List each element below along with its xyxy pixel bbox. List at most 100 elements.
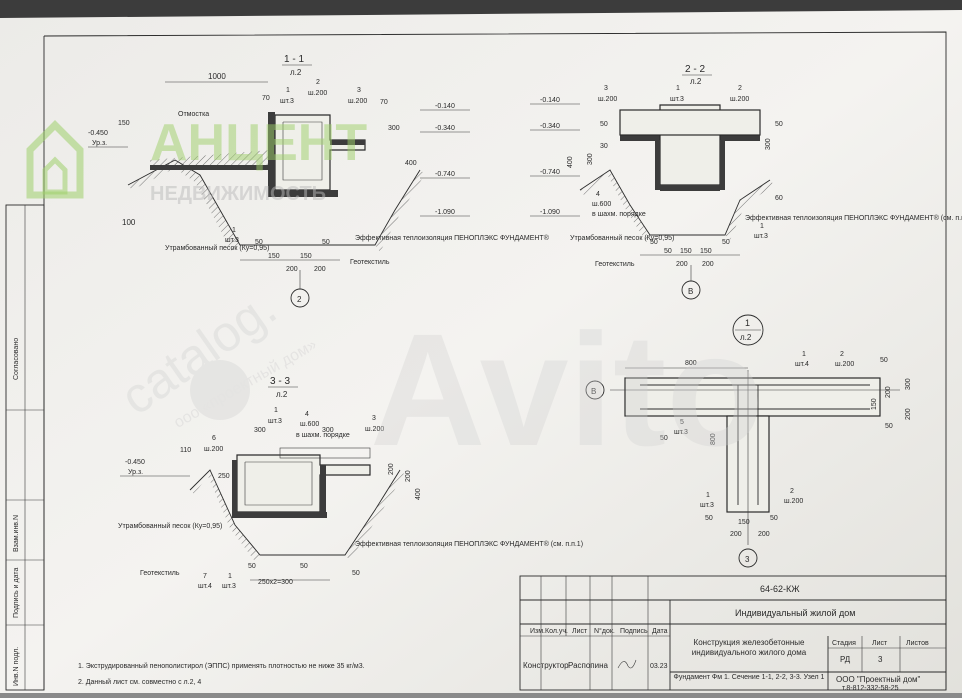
svg-text:250: 250 xyxy=(218,473,230,480)
svg-text:200: 200 xyxy=(702,261,714,268)
svg-text:110: 110 xyxy=(180,447,191,454)
svg-text:-0.340: -0.340 xyxy=(540,123,560,130)
notes: 1. Экструдированный пенополистирол (ЭППС… xyxy=(78,662,365,686)
svg-text:шт.3: шт.3 xyxy=(674,429,688,436)
svg-text:шт.4: шт.4 xyxy=(795,361,809,368)
svg-text:Ур.з.: Ур.з. xyxy=(92,140,107,147)
section-2-2-title: 2 - 2 xyxy=(685,64,705,75)
svg-text:1000: 1000 xyxy=(208,72,226,81)
signature xyxy=(617,659,637,669)
svg-text:ш.200: ш.200 xyxy=(348,98,367,105)
section-3-3-geotextile: Геотекстиль xyxy=(140,570,180,577)
svg-text:400: 400 xyxy=(405,160,417,167)
construction-title: Конструкция железобетонные индивидуально… xyxy=(691,638,807,657)
section-3-3-insulation: Эффективная теплоизоляция ПЕНОПЛЭКС ФУНД… xyxy=(355,540,583,548)
svg-text:1: 1 xyxy=(228,573,232,580)
watermark-ancent: АНЦЕНТ НЕДВИЖИМОСТЬ xyxy=(26,114,367,205)
svg-text:шт.3: шт.3 xyxy=(268,418,282,425)
svg-text:70: 70 xyxy=(262,95,270,102)
svg-text:1: 1 xyxy=(802,351,806,358)
svg-text:шт.3: шт.3 xyxy=(754,233,768,240)
section-1-1: 1 - 1 л.2 1000 70 150 70 300 400 100 -0.… xyxy=(88,54,550,308)
svg-text:200: 200 xyxy=(314,266,326,273)
svg-text:шт.3: шт.3 xyxy=(670,96,684,103)
company: ООО "Проектный дом" xyxy=(836,675,921,684)
svg-text:60: 60 xyxy=(775,195,783,202)
svg-text:N°док.: N°док. xyxy=(594,627,615,635)
svg-text:50: 50 xyxy=(248,563,256,570)
svg-text:100: 100 xyxy=(122,218,136,227)
svg-text:5: 5 xyxy=(680,419,684,426)
svg-text:50: 50 xyxy=(600,121,608,128)
svg-text:300: 300 xyxy=(765,138,772,150)
section-1-1-sand: Утрамбованный песок (Ку=0,95) xyxy=(165,244,269,252)
watermark-subtext: НЕДВИЖИМОСТЬ xyxy=(150,183,326,205)
section-2-2-geotextile: Геотекстиль xyxy=(595,261,635,268)
svg-text:шт.3: шт.3 xyxy=(222,583,236,590)
section-2-2-insulation: Эффективная теплоизоляция ПЕНОПЛЭКС ФУНД… xyxy=(745,214,962,222)
svg-text:50: 50 xyxy=(660,435,668,442)
svg-text:ш.600: ш.600 xyxy=(300,421,319,428)
svg-text:ш.200: ш.200 xyxy=(730,96,749,103)
svg-text:Лист: Лист xyxy=(572,628,588,635)
avito-text: Avito xyxy=(370,300,764,479)
svg-text:50: 50 xyxy=(770,515,778,522)
sheet-number: 3 xyxy=(878,655,883,664)
svg-text:50: 50 xyxy=(664,248,672,255)
node-1-axis-left: В xyxy=(591,387,596,396)
stamp-agreed: Согласовано xyxy=(13,338,20,380)
svg-text:ш.200: ш.200 xyxy=(365,426,384,433)
svg-text:-0.140: -0.140 xyxy=(540,97,560,104)
section-3-3-sheet: л.2 xyxy=(276,390,288,399)
svg-text:в шахм. порядке: в шахм. порядке xyxy=(592,211,646,218)
svg-text:150: 150 xyxy=(700,248,712,255)
svg-text:-0.450: -0.450 xyxy=(88,130,108,137)
side-stamp: Согласовано Взам.инв.N Подпись и дата Ин… xyxy=(5,204,45,691)
svg-text:50: 50 xyxy=(322,239,330,246)
svg-text:Ур.з.: Ур.з. xyxy=(128,469,143,476)
svg-text:-0.740: -0.740 xyxy=(435,171,455,178)
svg-text:50: 50 xyxy=(352,570,360,577)
drawing-code: 64-62-КЖ xyxy=(760,584,800,594)
svg-text:ш.200: ш.200 xyxy=(784,498,803,505)
svg-text:70: 70 xyxy=(380,99,388,106)
svg-text:Дата: Дата xyxy=(652,628,668,635)
drawing-name: Фундамент Фм 1. Сечение 1-1, 2-2, 3-3. У… xyxy=(673,674,825,681)
svg-text:3: 3 xyxy=(357,87,361,94)
svg-text:300: 300 xyxy=(905,378,912,390)
title-block: Изм. Кол.уч. Лист N°док. Подпись Дата Ко… xyxy=(519,575,947,692)
note-2: 2. Данный лист см. совместно с л.2, 4 xyxy=(78,678,201,686)
svg-text:150: 150 xyxy=(118,120,130,127)
svg-text:50: 50 xyxy=(705,515,713,522)
svg-text:Кол.уч.: Кол.уч. xyxy=(545,628,568,635)
section-1-1-insulation: Эффективная теплоизоляция ПЕНОПЛЭКС ФУНД… xyxy=(355,234,550,242)
svg-text:-0.340: -0.340 xyxy=(435,125,455,132)
svg-text:50: 50 xyxy=(650,239,658,246)
svg-text:200: 200 xyxy=(885,386,892,398)
svg-text:50: 50 xyxy=(722,239,730,246)
svg-text:250x2=300: 250x2=300 xyxy=(258,579,293,586)
svg-text:200: 200 xyxy=(905,408,912,420)
svg-text:ш.600: ш.600 xyxy=(592,201,611,208)
svg-text:200: 200 xyxy=(405,470,412,482)
section-3-3-title: 3 - 3 xyxy=(270,376,290,387)
stage: РД xyxy=(840,655,851,664)
svg-text:50: 50 xyxy=(880,357,888,364)
svg-text:-0.140: -0.140 xyxy=(435,103,455,110)
person: Распопина xyxy=(568,661,609,670)
svg-text:400: 400 xyxy=(567,156,574,168)
svg-text:шт.3: шт.3 xyxy=(280,98,294,105)
svg-text:Изм.: Изм. xyxy=(530,628,545,635)
svg-text:3: 3 xyxy=(604,85,608,92)
svg-text:-1.090: -1.090 xyxy=(435,209,455,216)
svg-text:1: 1 xyxy=(274,407,278,414)
svg-text:1: 1 xyxy=(676,85,680,92)
svg-text:200: 200 xyxy=(676,261,688,268)
stamp-inv-orig: Инв.N подл. xyxy=(13,647,20,686)
svg-text:1: 1 xyxy=(286,87,290,94)
section-2-2-sheet: л.2 xyxy=(690,77,702,86)
svg-text:300: 300 xyxy=(254,427,266,434)
svg-text:2: 2 xyxy=(790,488,794,495)
date: 03.23 xyxy=(650,663,668,670)
stamp-replace-inv: Взам.инв.N xyxy=(13,515,20,552)
